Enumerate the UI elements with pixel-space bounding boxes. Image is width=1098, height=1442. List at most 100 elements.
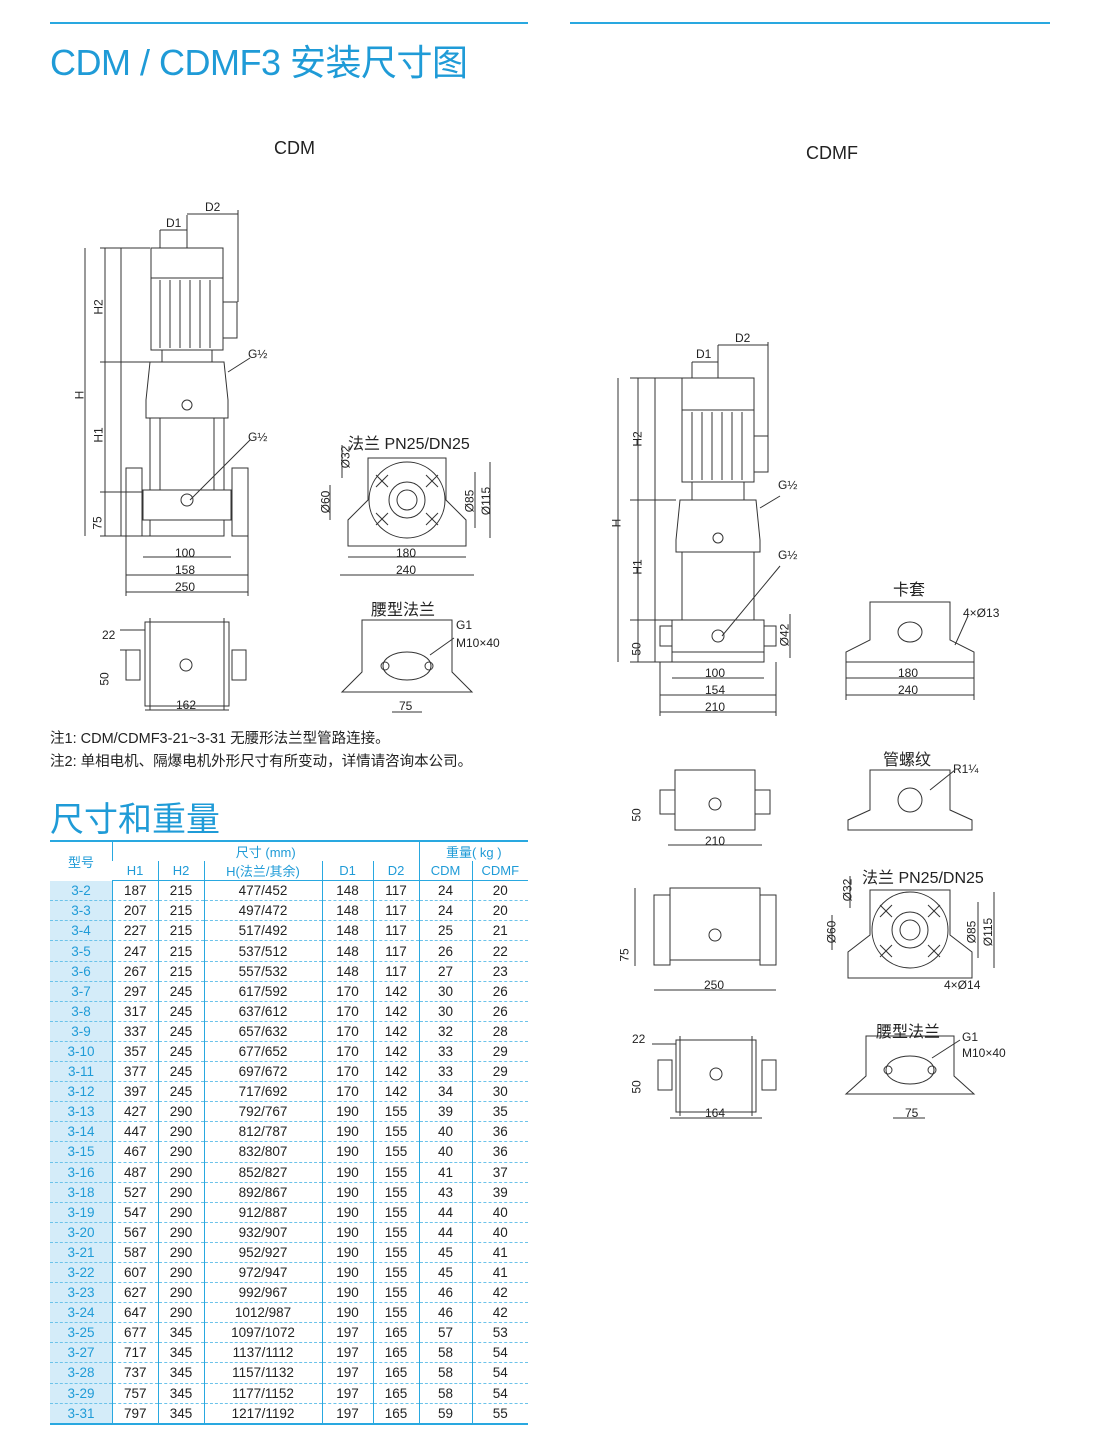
model-cell: 3-14 <box>50 1121 113 1142</box>
note-2: 注2: 单相电机、隔爆电机外形尺寸有所变动，详情请咨询本公司。 <box>50 754 473 770</box>
value-cell: 155 <box>372 1141 419 1162</box>
value-cell: 21 <box>471 920 528 941</box>
model-cell: 3-18 <box>50 1182 113 1203</box>
model-cell: 3-19 <box>50 1202 113 1223</box>
value-cell: 397 <box>112 1081 158 1102</box>
value-cell: 190 <box>321 1182 373 1203</box>
value-cell: 345 <box>157 1342 204 1363</box>
dim-164: 164 <box>705 1106 726 1120</box>
value-cell: 290 <box>157 1302 204 1323</box>
value-cell: 24 <box>418 880 472 901</box>
value-cell: 215 <box>157 880 204 901</box>
value-cell: 215 <box>157 900 204 921</box>
value-cell: 1097/1072 <box>203 1322 322 1343</box>
sub-h2: H2 <box>157 861 204 882</box>
value-cell: 40 <box>471 1222 528 1243</box>
value-cell: 165 <box>372 1362 419 1384</box>
value-cell: 155 <box>372 1222 419 1243</box>
value-cell: 45 <box>418 1242 472 1263</box>
value-cell: 972/947 <box>203 1262 322 1283</box>
value-cell: 247 <box>112 940 158 962</box>
value-cell: 40 <box>418 1121 472 1142</box>
value-cell: 227 <box>112 920 158 941</box>
value-cell: 46 <box>418 1282 472 1303</box>
value-cell: 148 <box>321 920 373 941</box>
value-cell: 557/532 <box>203 961 322 982</box>
page-title: CDM / CDMF3 安装尺寸图 <box>50 42 468 83</box>
value-cell: 1177/1152 <box>203 1383 322 1404</box>
value-cell: 245 <box>157 1041 204 1062</box>
value-cell: 165 <box>372 1403 419 1424</box>
dim-ghalf-4: G½ <box>778 548 798 562</box>
value-cell: 142 <box>372 1081 419 1102</box>
value-cell: 142 <box>372 1021 419 1042</box>
dim-250-left: 250 <box>175 580 196 594</box>
value-cell: 45 <box>418 1262 472 1283</box>
value-cell: 377 <box>112 1061 158 1082</box>
value-cell: 190 <box>321 1282 373 1303</box>
model-cell: 3-7 <box>50 981 113 1002</box>
dim-162: 162 <box>176 698 197 712</box>
value-cell: 797 <box>112 1403 158 1424</box>
value-cell: 207 <box>112 900 158 921</box>
value-cell: 345 <box>157 1362 204 1384</box>
dim-ghalf-3: G½ <box>778 478 798 492</box>
value-cell: 58 <box>418 1383 472 1404</box>
value-cell: 190 <box>321 1162 373 1183</box>
value-cell: 290 <box>157 1282 204 1303</box>
sub-cdm: CDM <box>418 861 472 882</box>
flange-label-right: 法兰 PN25/DN25 <box>862 870 984 887</box>
value-cell: 1157/1132 <box>203 1362 322 1384</box>
dim-n4phi13: 4×Ø13 <box>963 606 1000 620</box>
value-cell: 190 <box>321 1262 373 1283</box>
value-cell: 26 <box>471 1001 528 1022</box>
value-cell: 617/592 <box>203 981 322 1002</box>
model-cell: 3-27 <box>50 1342 113 1363</box>
value-cell: 29 <box>471 1061 528 1082</box>
value-cell: 165 <box>372 1383 419 1404</box>
value-cell: 932/907 <box>203 1222 322 1243</box>
value-cell: 117 <box>372 920 419 941</box>
card-sleeve-label: 卡套 <box>893 582 926 599</box>
dim-d1-right: D1 <box>696 347 712 361</box>
value-cell: 717 <box>112 1342 158 1363</box>
value-cell: 792/767 <box>203 1101 322 1122</box>
model-cell: 3-13 <box>50 1101 113 1122</box>
value-cell: 165 <box>372 1322 419 1343</box>
value-cell: 43 <box>418 1182 472 1203</box>
value-cell: 497/472 <box>203 900 322 921</box>
value-cell: 832/807 <box>203 1141 322 1162</box>
value-cell: 527 <box>112 1182 158 1203</box>
value-cell: 170 <box>321 1001 373 1022</box>
sub-h1: H1 <box>112 861 158 882</box>
col-size: 尺寸 (mm) <box>112 839 419 862</box>
value-cell: 717/692 <box>203 1081 322 1102</box>
value-cell: 267 <box>112 961 158 982</box>
top-rule-left <box>50 22 528 24</box>
model-cell: 3-6 <box>50 961 113 982</box>
value-cell: 44 <box>418 1222 472 1243</box>
value-cell: 37 <box>471 1162 528 1183</box>
value-cell: 24 <box>418 900 472 921</box>
value-cell: 41 <box>418 1162 472 1183</box>
dim-22-right: 22 <box>632 1032 646 1046</box>
value-cell: 197 <box>321 1383 373 1404</box>
value-cell: 517/492 <box>203 920 322 941</box>
value-cell: 57 <box>418 1322 472 1343</box>
value-cell: 34 <box>418 1081 472 1102</box>
value-cell: 952/927 <box>203 1242 322 1263</box>
value-cell: 587 <box>112 1242 158 1263</box>
dim-154: 154 <box>705 683 726 697</box>
value-cell: 290 <box>157 1262 204 1283</box>
value-cell: 190 <box>321 1101 373 1122</box>
dim-ghalf-1: G½ <box>248 347 268 361</box>
value-cell: 170 <box>321 1041 373 1062</box>
